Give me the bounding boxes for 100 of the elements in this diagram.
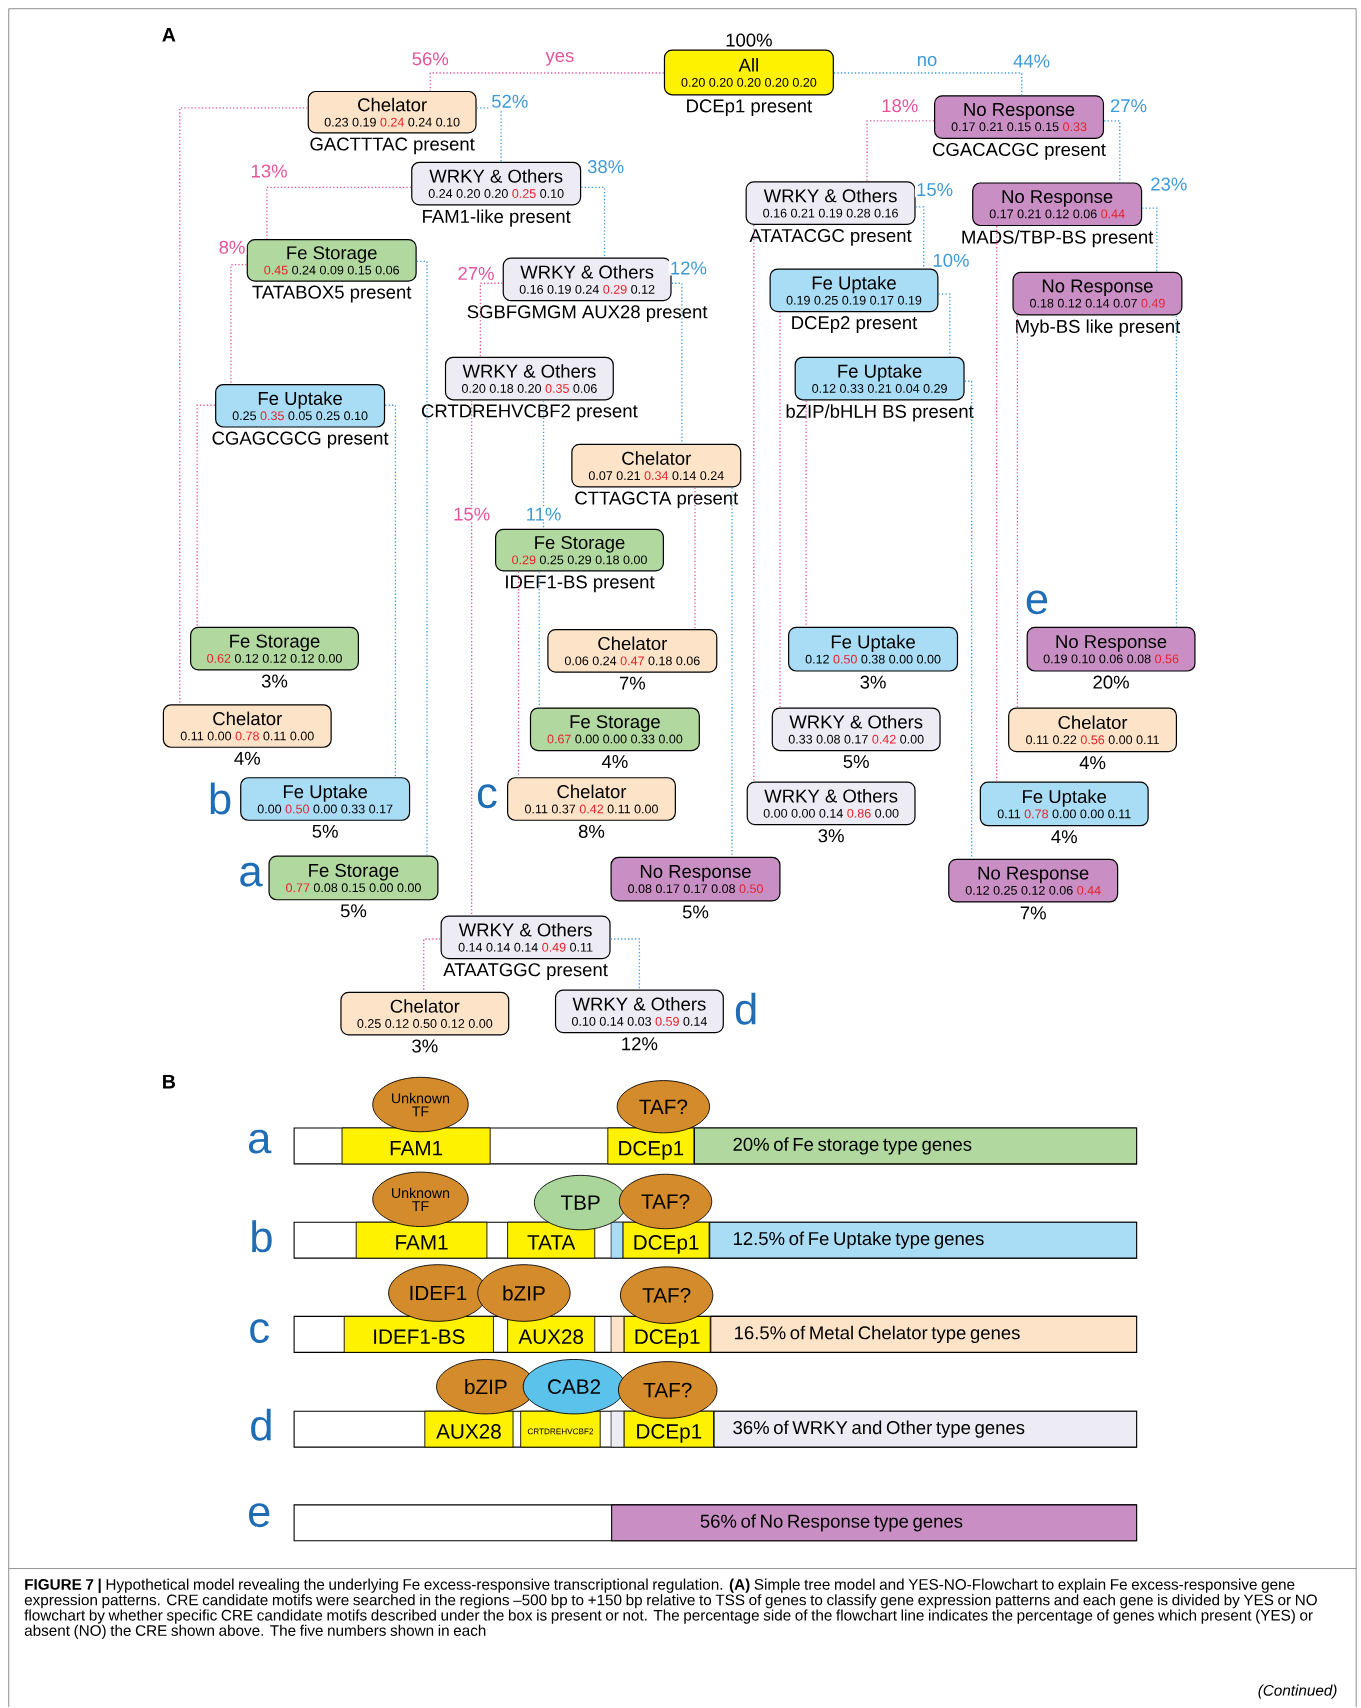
flow-line <box>543 399 545 530</box>
motif-box: AUX28 <box>424 1410 514 1448</box>
class-box: WRKY & Others 0.24 0.20 0.20 0.25 0.10 <box>411 161 582 206</box>
flow-line <box>779 311 781 709</box>
flow-line <box>671 282 683 445</box>
continued-note: (Continued) <box>1258 1684 1337 1699</box>
node-caption: DCEp2 present <box>792 316 918 333</box>
class-box: No Response 0.19 0.10 0.06 0.08 0.56 <box>1026 626 1196 672</box>
flow-line <box>429 72 665 92</box>
class-box: No Response 0.18 0.12 0.14 0.07 0.49 <box>1012 271 1183 316</box>
flow-line <box>518 570 520 778</box>
node-caption: 4% <box>602 755 628 769</box>
node-caption: Myb-BS like present <box>1016 319 1181 337</box>
row-letter: d <box>251 1408 271 1441</box>
flow-line <box>266 186 413 240</box>
class-box: Fe Uptake 0.00 0.50 0.00 0.33 0.17 <box>240 777 411 821</box>
class-box: No Response 0.08 0.17 0.17 0.08 0.50 <box>610 856 781 902</box>
class-box: Fe Storage 0.29 0.25 0.29 0.18 0.00 <box>495 528 665 572</box>
gene-group-bar: 16.5% of Metal Chelator type genes <box>710 1315 1138 1353</box>
class-box: WRKY & Others 0.14 0.14 0.14 0.49 0.11 <box>440 915 611 960</box>
node-caption: ATAATGGC present <box>443 963 608 980</box>
flow-line <box>938 293 951 358</box>
leaf-letter: b <box>210 782 231 815</box>
class-box: WRKY & Others 0.00 0.00 0.14 0.86 0.00 <box>746 781 916 826</box>
class-box: Chelator 0.07 0.21 0.34 0.14 0.24 <box>571 443 742 488</box>
node-caption: bZIP/bHLH BS present <box>786 404 974 422</box>
edge-label: 38% <box>586 159 626 175</box>
class-box: Chelator 0.11 0.22 0.56 0.00 0.11 <box>1008 707 1178 753</box>
row-letter: c <box>250 1319 270 1344</box>
node-caption: CTTAGCTA present <box>575 491 739 509</box>
node-caption: 3% <box>412 1039 438 1053</box>
edge-label: 18% <box>880 98 920 114</box>
flow-line <box>694 486 696 630</box>
flow-line <box>731 486 733 858</box>
class-box: WRKY & Others 0.16 0.19 0.24 0.29 0.12 <box>502 257 672 302</box>
class-box: Fe Storage 0.67 0.00 0.00 0.33 0.00 <box>530 707 701 752</box>
node-caption: 3% <box>818 829 845 843</box>
node-caption: CRTDREHVCBF2 present <box>422 404 638 422</box>
class-box: Chelator 0.23 0.19 0.24 0.24 0.10 <box>307 90 477 134</box>
edge-label: 23% <box>1149 176 1189 192</box>
class-box: Chelator 0.06 0.24 0.47 0.18 0.06 <box>547 629 718 673</box>
node-caption: CGAGCGCG present <box>212 431 389 449</box>
class-box: Chelator 0.25 0.12 0.50 0.12 0.00 <box>340 991 510 1036</box>
flow-line <box>996 225 998 783</box>
edge-label: 11% <box>524 506 563 522</box>
node-caption: 5% <box>843 755 870 769</box>
flow-line <box>753 224 755 783</box>
motif-box: FAM1 <box>341 1127 491 1165</box>
node-caption: CGACACGC present <box>933 142 1107 160</box>
node-caption: 3% <box>860 675 887 689</box>
edge-label: 15% <box>452 506 492 522</box>
class-box: WRKY & Others 0.33 0.08 0.17 0.42 0.00 <box>771 707 941 752</box>
flow-line <box>416 260 428 857</box>
flow-line <box>1017 314 1019 709</box>
row-letter: b <box>252 1220 272 1253</box>
node-caption: 3% <box>262 674 288 688</box>
node-caption: 12% <box>622 1037 658 1051</box>
node-caption: 7% <box>1021 906 1047 920</box>
node-caption: 4% <box>1079 756 1106 770</box>
node-caption: SGBFGMGM AUX28 present <box>467 305 708 322</box>
class-box: Chelator 0.11 0.37 0.42 0.11 0.00 <box>507 777 677 821</box>
class-box: Fe Uptake 0.12 0.33 0.21 0.04 0.29 <box>794 356 965 401</box>
gene-group-bar: 56% of No Response type genes <box>611 1504 1138 1542</box>
flow-line <box>866 120 935 182</box>
figure-caption: FIGURE 7 | Hypothetical model revealing the underlying Fe excess-responsive transcriptional regulation. (A) Simple tree model and YES-NO-Flowchart to explain Fe excess-responsive gene expression patterns. CRE candidate motifs were searched in the regions –500 bp to +150 bp relative to TSS of genes to classify gene expression patterns and each gene is divided by YES or NO flowchart by whether specific CRE candidate motifs described under the box is present or not. The percentage side of the flowchart line indicates the percentage of genes which present (YES) or absent (NO) the CRE shown above. The five numbers shown in each <box>24 1578 1318 1639</box>
motif-box: DCEp1 <box>607 1127 695 1165</box>
class-box: No Response 0.17 0.21 0.12 0.06 0.44 <box>972 182 1143 227</box>
flow-line <box>179 107 309 705</box>
node-caption: 4% <box>234 751 261 765</box>
class-box: Fe Storage 0.45 0.24 0.09 0.15 0.06 <box>246 239 417 282</box>
node-caption: FAM1-like present <box>423 209 571 227</box>
class-box: WRKY & Others 0.16 0.21 0.19 0.28 0.16 <box>745 181 916 225</box>
node-caption: MADS/TBP-BS present <box>962 230 1154 248</box>
node-caption: TATABOX5 present <box>252 285 412 303</box>
flow-line <box>580 186 606 259</box>
gene-group-bar: 12.5% of Fe Uptake type genes <box>709 1221 1138 1259</box>
motif-box: IDEF1-BS <box>344 1315 495 1353</box>
class-box: Fe Storage 0.62 0.12 0.12 0.12 0.00 <box>190 626 360 671</box>
flow-line <box>384 404 397 778</box>
class-box: WRKY & Others 0.10 0.14 0.03 0.59 0.14 <box>555 989 725 1034</box>
motif-box: AUX28 <box>507 1315 596 1353</box>
node-caption: IDEF1-BS present <box>506 575 655 593</box>
class-box: WRKY & Others 0.20 0.18 0.20 0.35 0.06 <box>445 356 615 401</box>
flow-line <box>1141 207 1158 273</box>
node-caption: ATATACGC present <box>749 228 912 246</box>
edge-label: 10% <box>931 252 971 268</box>
branch-label: no <box>915 54 939 68</box>
node-caption: 8% <box>579 824 605 838</box>
flow-line <box>610 938 641 991</box>
class-box: Fe Uptake 0.12 0.50 0.38 0.00 0.00 <box>788 626 959 672</box>
branch-label: yes <box>544 50 576 67</box>
row-letter: e <box>249 1503 270 1528</box>
node-caption: DCEp1 present <box>687 99 813 117</box>
node-caption: 100% <box>726 33 773 47</box>
flow-line <box>476 107 502 163</box>
node-caption: GACTTTAC present <box>310 137 475 155</box>
flow-line <box>230 264 248 385</box>
flow-line <box>196 404 216 628</box>
class-box: Chelator 0.11 0.00 0.78 0.11 0.00 <box>163 704 332 748</box>
leaf-letter: a <box>240 862 263 887</box>
